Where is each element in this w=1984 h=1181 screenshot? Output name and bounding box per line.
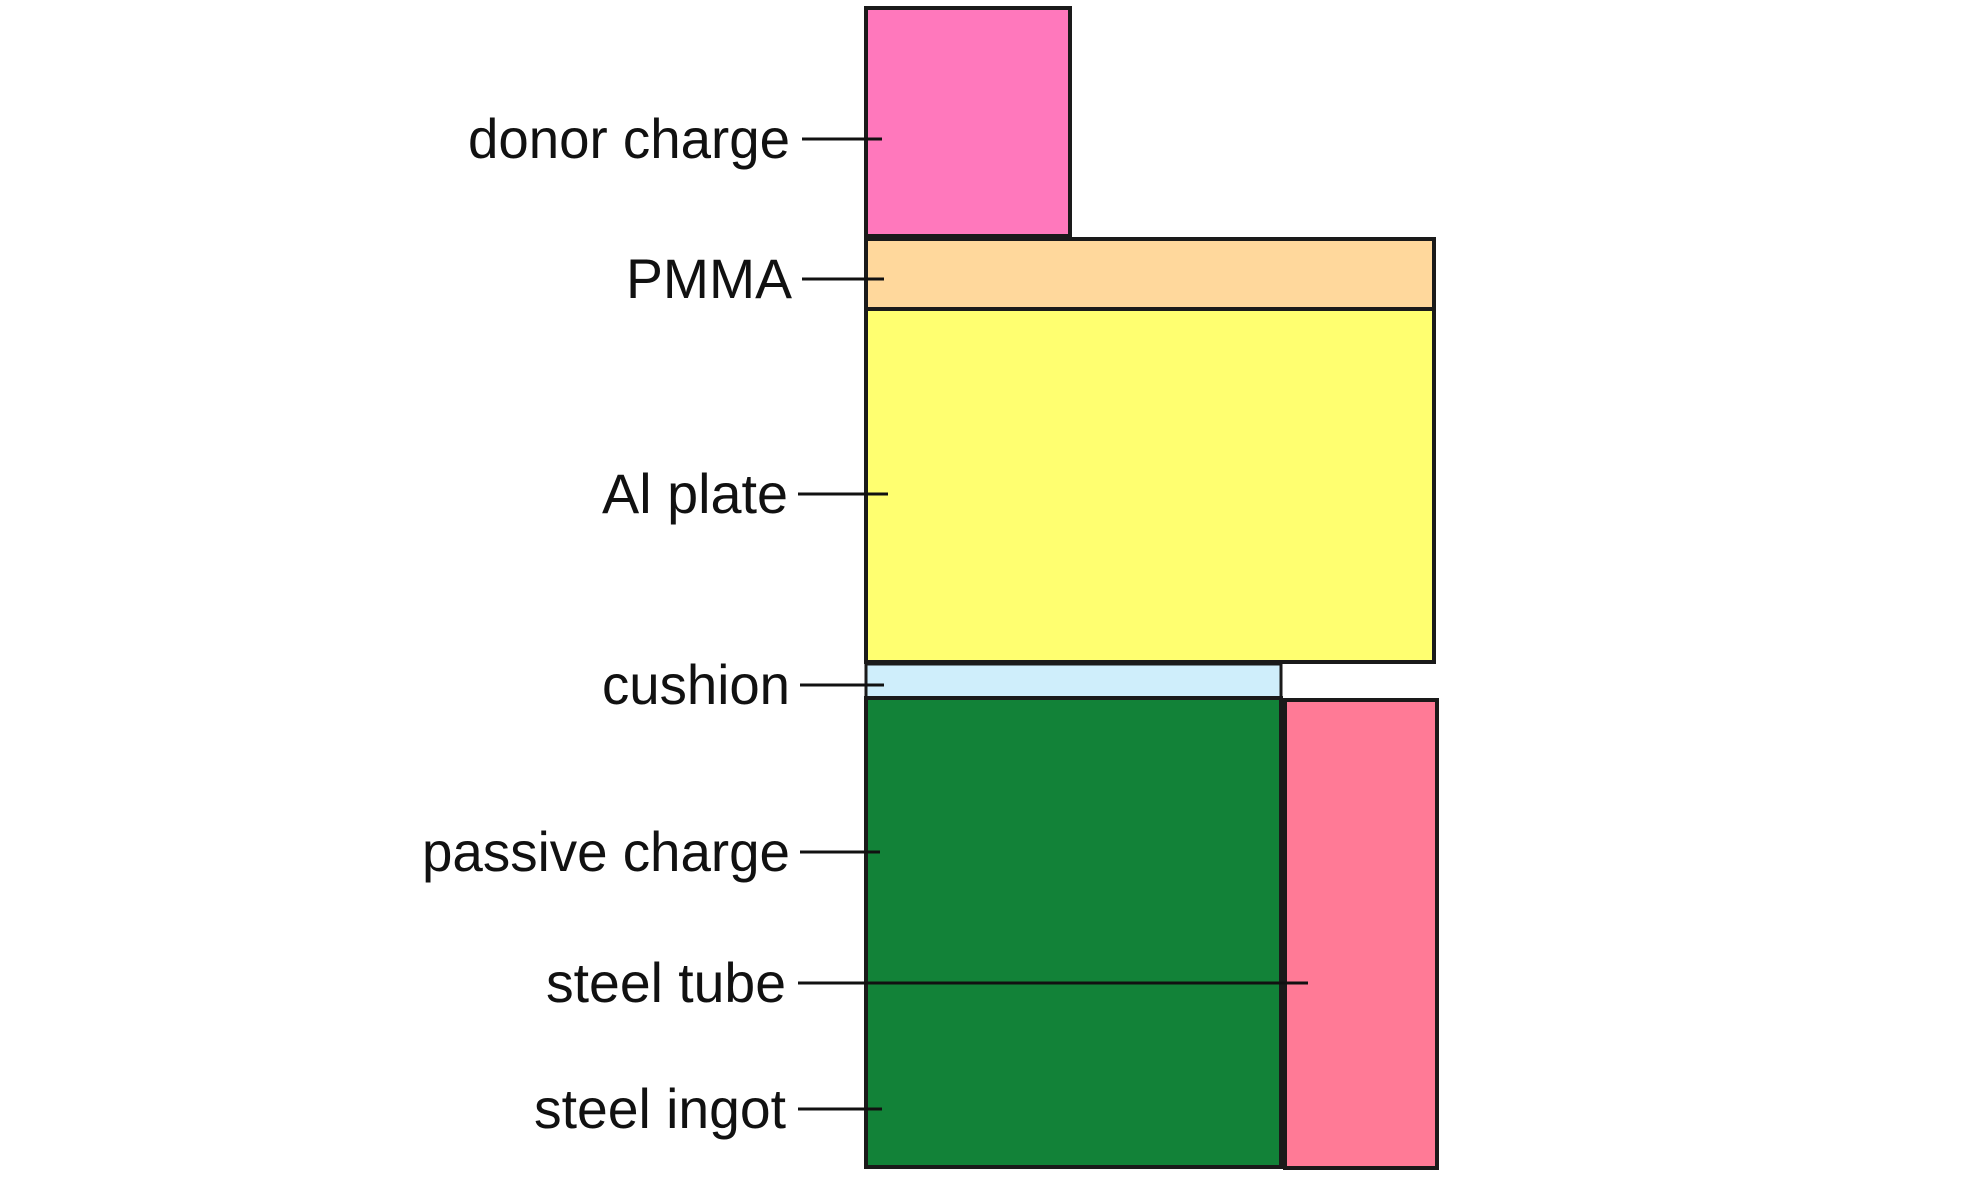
- pmma-label: PMMA: [626, 247, 793, 310]
- pmma-layer: [864, 237, 1436, 311]
- donor-charge-label: donor charge: [468, 107, 790, 170]
- cushion-layer: [864, 662, 1283, 700]
- cushion-label: cushion: [602, 653, 790, 716]
- passive-charge-label: passive charge: [422, 820, 790, 883]
- al-plate-layer: [864, 307, 1436, 664]
- passive-charge-layer: [864, 696, 1283, 1169]
- steel-tube-layer: [1283, 698, 1439, 1170]
- al-plate-label: Al plate: [602, 462, 788, 525]
- steel-tube-label: steel tube: [546, 951, 786, 1014]
- donor-charge-layer: [864, 6, 1072, 238]
- steel-ingot-label: steel ingot: [534, 1077, 786, 1140]
